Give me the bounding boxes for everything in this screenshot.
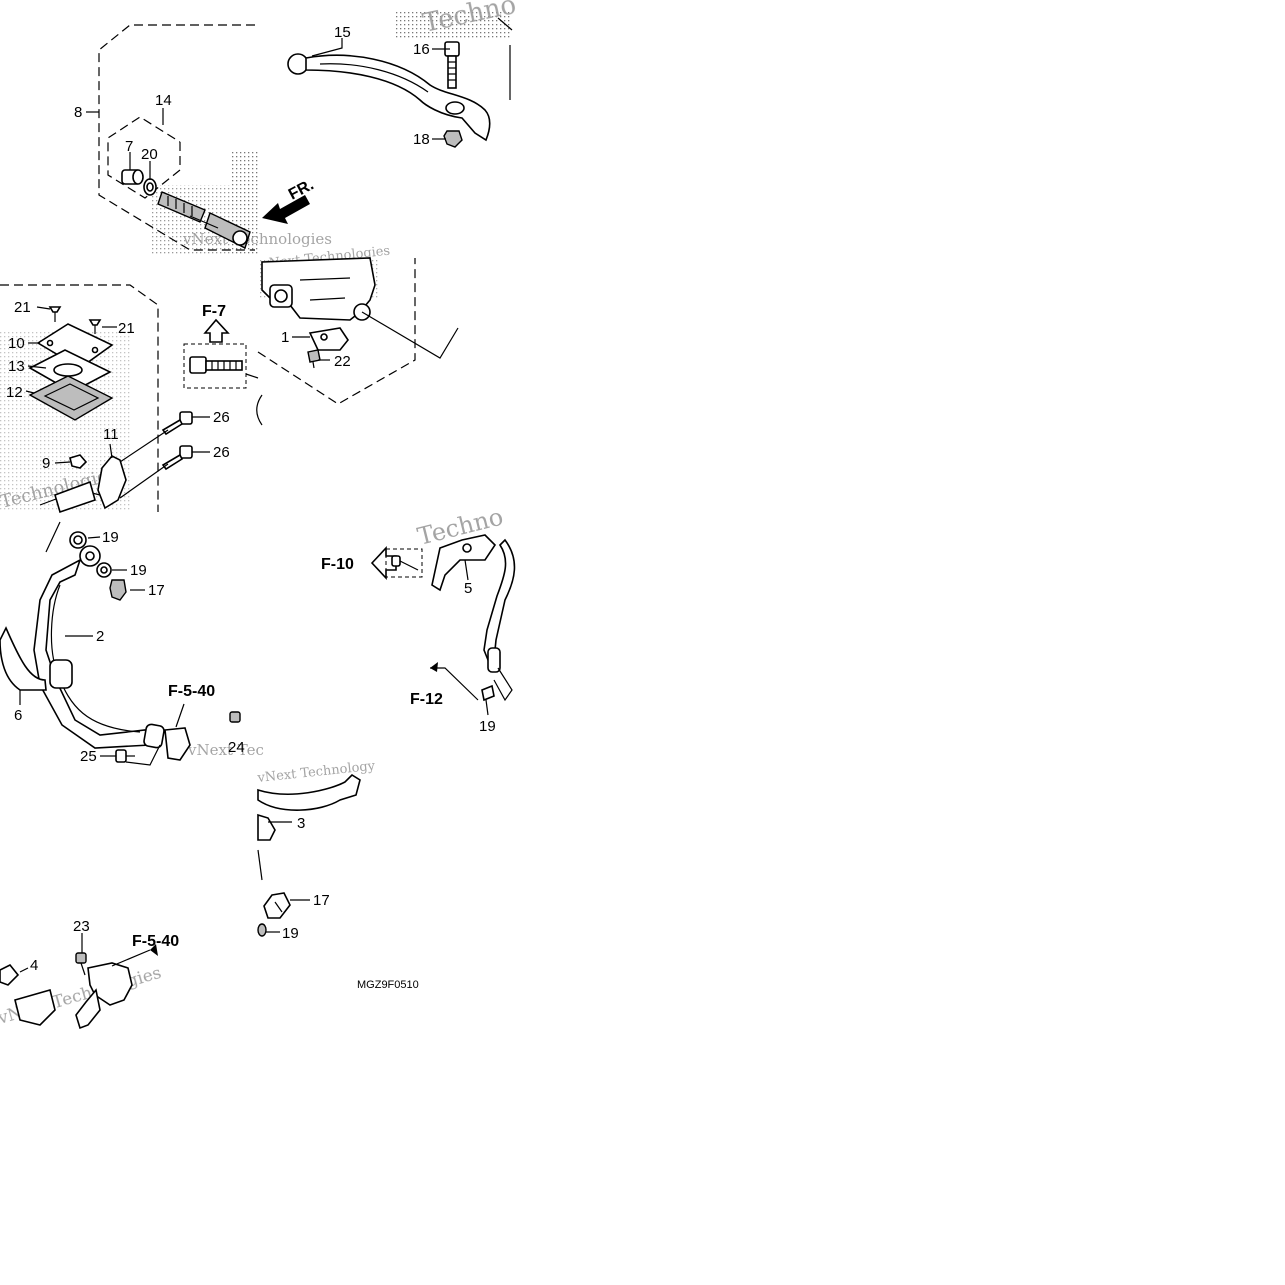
ref-f5-40: F-5-40 bbox=[168, 683, 215, 700]
part-label-7: 7 bbox=[125, 138, 133, 155]
leader-lines bbox=[19, 38, 489, 973]
part-label-1: 1 bbox=[281, 329, 289, 346]
part-label-23: 23 bbox=[73, 918, 90, 935]
part-label-19: 19 bbox=[130, 562, 147, 579]
part-label-2: 2 bbox=[96, 628, 104, 645]
part-label-11: 11 bbox=[103, 426, 119, 443]
part-label-26: 26 bbox=[213, 444, 230, 461]
part-label-17: 17 bbox=[313, 892, 330, 909]
reservoir-group bbox=[0, 284, 193, 514]
direction-label: FR. bbox=[286, 176, 317, 203]
watermark-text: vNext Tec bbox=[187, 741, 264, 759]
part-label-16: 16 bbox=[413, 41, 430, 58]
right-hose-group bbox=[370, 534, 516, 702]
part-label-25: 25 bbox=[80, 748, 97, 765]
part-label-14: 14 bbox=[155, 92, 172, 109]
part-label-21: 21 bbox=[118, 320, 135, 337]
part-label-19: 19 bbox=[102, 529, 119, 546]
watermarks: Techno vNext Technologies vNext Technolo… bbox=[0, 0, 519, 1029]
part-label-17: 17 bbox=[148, 582, 165, 599]
piston-assembly bbox=[98, 24, 255, 251]
brake-hose-3 bbox=[257, 773, 361, 937]
brake-hose-2 bbox=[0, 521, 241, 766]
part-label-6: 6 bbox=[14, 707, 22, 724]
part-label-22: 22 bbox=[334, 353, 351, 370]
ref-f7: F-7 bbox=[202, 303, 226, 320]
part-label-13: 13 bbox=[8, 358, 25, 375]
part-label-19: 19 bbox=[282, 925, 299, 942]
part-label-24: 24 bbox=[228, 739, 245, 756]
reference-labels: F-7 F-10 F-12 F-5-40 F-5-40 bbox=[132, 303, 443, 950]
part-label-15: 15 bbox=[334, 24, 351, 41]
ref-f12: F-12 bbox=[410, 691, 443, 708]
watermark-text: vNext Technologies bbox=[182, 230, 332, 248]
part-label-21: 21 bbox=[14, 299, 31, 316]
part-label-5: 5 bbox=[464, 580, 472, 597]
master-cylinder bbox=[257, 257, 459, 405]
part-labels: 1 2 3 4 5 6 7 8 9 10 11 12 13 14 15 16 1… bbox=[6, 24, 496, 974]
ref-f10: F-10 bbox=[321, 556, 354, 573]
drawing-code: MGZ9F0510 bbox=[357, 979, 419, 991]
part-label-4: 4 bbox=[30, 957, 38, 974]
front-direction-arrow: FR. bbox=[262, 176, 317, 224]
part-label-9: 9 bbox=[42, 455, 50, 472]
shading bbox=[0, 10, 510, 510]
part-label-19: 19 bbox=[479, 718, 496, 735]
part-label-8: 8 bbox=[74, 104, 82, 121]
part-label-10: 10 bbox=[8, 335, 25, 352]
part-label-20: 20 bbox=[141, 146, 158, 163]
part-label-26: 26 bbox=[213, 409, 230, 426]
part-label-12: 12 bbox=[6, 384, 23, 401]
bottom-left-group bbox=[0, 944, 158, 1030]
brake-lever bbox=[287, 17, 513, 148]
part-label-3: 3 bbox=[297, 815, 305, 832]
part-label-18: 18 bbox=[413, 131, 430, 148]
f7-group bbox=[183, 318, 263, 426]
ref-f5-40: F-5-40 bbox=[132, 933, 179, 950]
